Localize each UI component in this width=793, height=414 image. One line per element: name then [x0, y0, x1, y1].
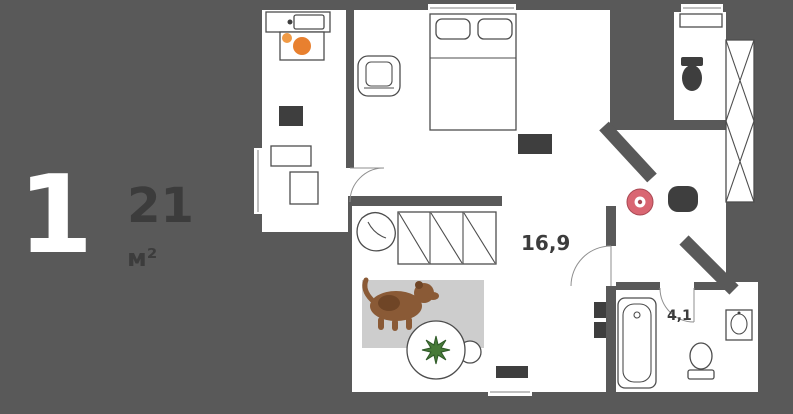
bathroom-fixtures: [617, 287, 753, 389]
wall: [606, 206, 616, 246]
wall: [610, 10, 674, 130]
washbasin-icon: [725, 309, 753, 341]
wardrobe-icon: [397, 211, 497, 265]
doors: [349, 167, 612, 287]
area-value: 21: [127, 178, 194, 234]
wall: [694, 282, 726, 290]
door-arc: [659, 287, 695, 323]
windows: [254, 4, 723, 396]
bedroom-furniture: [356, 211, 606, 380]
area-block: 21 м²: [127, 168, 194, 272]
tv-icon: [279, 106, 303, 126]
tv-icon: [518, 134, 552, 154]
bathroom-area-label: 4,1: [667, 308, 692, 324]
shelf: [270, 145, 312, 167]
window: [428, 4, 516, 12]
washer-icon: [594, 302, 606, 318]
wall: [346, 10, 354, 168]
bathtub-icon: [617, 297, 657, 389]
toilet-icon: [681, 57, 703, 91]
cabinet: [289, 171, 319, 205]
stove-icon: [279, 31, 325, 61]
shelf: [679, 13, 723, 28]
walls: [346, 10, 739, 392]
diagonal-wall: [599, 121, 657, 183]
hall-furniture: [626, 186, 698, 216]
wall: [674, 120, 726, 130]
bed-icon: [429, 13, 517, 131]
kitchen-sink-icon: [287, 14, 325, 30]
rooms-count: 1: [18, 153, 94, 278]
window: [254, 148, 262, 214]
accent-chair-icon: [356, 211, 396, 252]
window: [488, 388, 532, 396]
washer-icon: [594, 322, 606, 338]
ventilation-shaft-icon: [725, 39, 755, 203]
window: [681, 4, 723, 12]
door-arc: [349, 167, 385, 203]
kitchen-furniture: [265, 11, 331, 205]
room-area-label: 16,9: [521, 231, 570, 255]
wall: [348, 196, 502, 206]
card-info: 1 21 м²: [18, 153, 194, 278]
wall: [606, 286, 616, 392]
area-unit: м²: [127, 244, 158, 272]
armchair-icon: [357, 55, 401, 97]
diagonal-wall: [679, 235, 739, 295]
radiator-icon: [496, 366, 528, 378]
pink-table-icon: [626, 188, 654, 216]
dog-icon: [362, 277, 439, 331]
living-furniture: [357, 13, 552, 154]
area-labels: 16,9 4,1: [521, 231, 692, 324]
room-storage: [674, 12, 726, 124]
toilet-icon: [687, 342, 715, 380]
door-arc: [570, 245, 612, 287]
plant-icon: [421, 335, 451, 365]
storage-fixtures: [679, 13, 723, 91]
armchair-icon: [668, 186, 698, 212]
wall: [616, 282, 660, 290]
